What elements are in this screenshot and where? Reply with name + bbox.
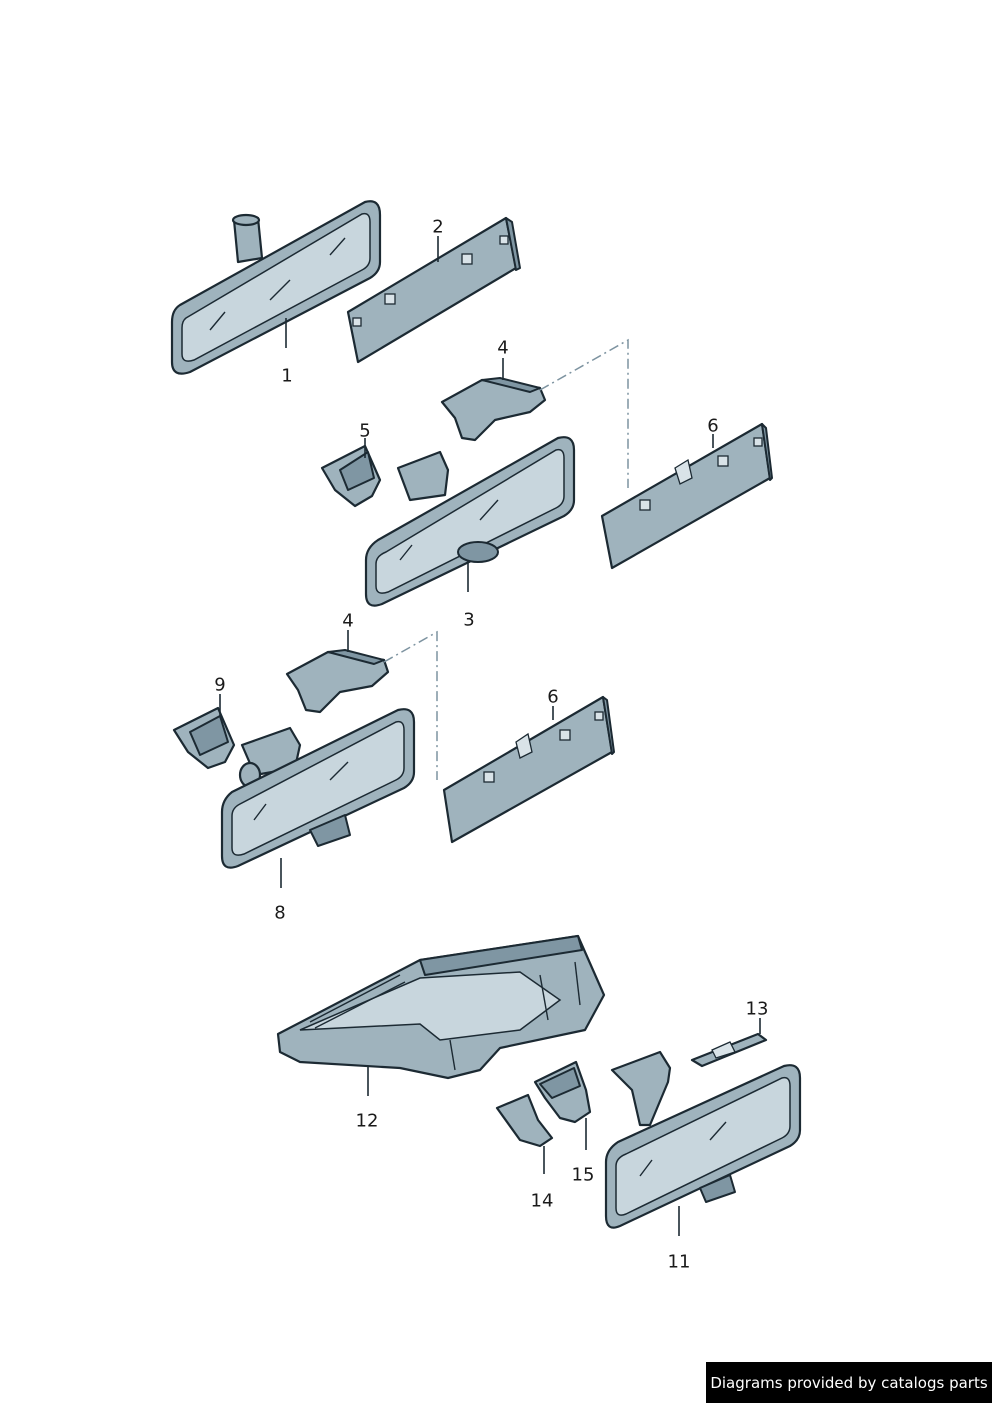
callout-8: 8 [274, 902, 286, 924]
part-4-bracket-lower [285, 649, 390, 714]
part-15-cap [533, 1060, 592, 1124]
part-4-bracket-upper [440, 377, 547, 442]
callout-1: 1 [281, 365, 293, 387]
part-12-housing [276, 934, 606, 1080]
callout-6-upper: 6 [707, 415, 719, 437]
part-14-cap [495, 1093, 554, 1148]
part-11-mirror [604, 1050, 802, 1229]
callout-4-upper: 4 [497, 337, 509, 359]
callout-15: 15 [571, 1164, 595, 1186]
callout-14: 14 [530, 1190, 554, 1212]
callout-2: 2 [432, 216, 444, 238]
callout-9: 9 [214, 674, 226, 696]
dashed-connector-upper [539, 338, 629, 488]
callout-11: 11 [667, 1251, 691, 1273]
callout-13: 13 [745, 998, 769, 1020]
callout-3: 3 [463, 609, 475, 631]
part-1-mirror [170, 200, 382, 375]
part-5-cap [320, 444, 382, 508]
part-2-cover [346, 216, 521, 364]
part-9-cap [172, 706, 236, 770]
credit-banner: Diagrams provided by catalogs parts [706, 1362, 992, 1403]
part-8-mirror [220, 708, 416, 869]
part-6-cover-lower [442, 695, 615, 844]
callout-4-lower: 4 [342, 610, 354, 632]
callout-6-lower: 6 [547, 686, 559, 708]
part-3-mirror [364, 436, 576, 607]
callout-12: 12 [355, 1110, 379, 1132]
part-13-bracket [690, 1032, 768, 1068]
dashed-connector-lower [383, 630, 438, 780]
part-6-cover-upper [600, 422, 773, 570]
callout-5: 5 [359, 420, 371, 442]
